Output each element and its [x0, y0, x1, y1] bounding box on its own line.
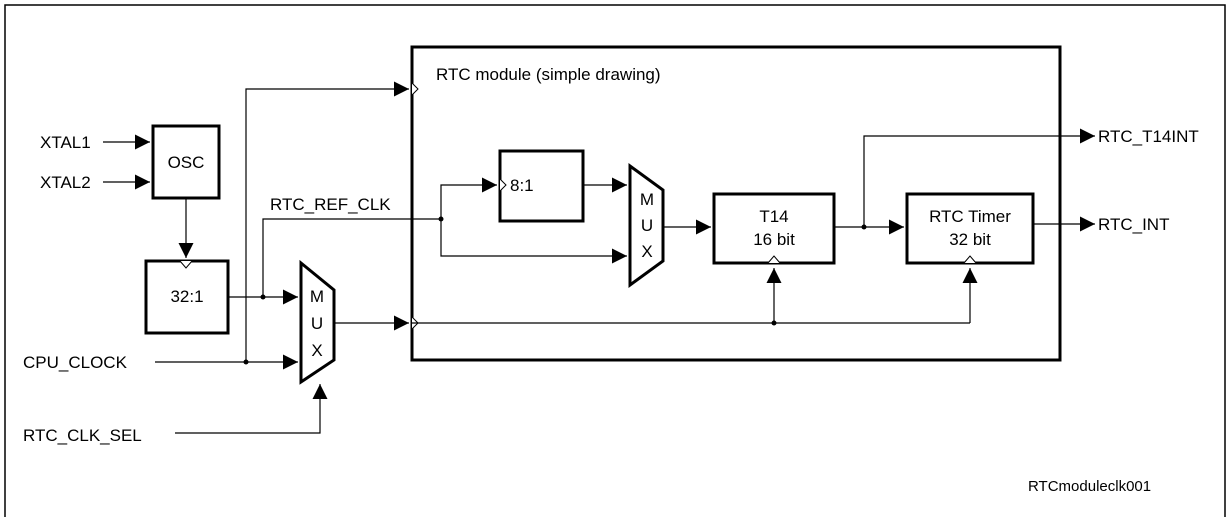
div8-clock-marker [499, 178, 507, 192]
t14-block [712, 192, 836, 265]
t14-label: T14 [759, 207, 788, 226]
div32-label: 32:1 [170, 287, 203, 306]
cpu-clock-label: CPU_CLOCK [23, 353, 128, 372]
div8-block [498, 149, 585, 223]
ref-clk-to-mux2-wire [440, 219, 627, 264]
mux2-letter-x: X [641, 242, 652, 261]
t14int-wire [863, 128, 1095, 227]
rtc-ref-clk-wire [262, 218, 441, 297]
div8-label: 8:1 [510, 176, 534, 195]
module-clock-marker-top [411, 82, 419, 96]
rtc-t14int-label: RTC_T14INT [1098, 127, 1199, 146]
osc-label: OSC [168, 153, 205, 172]
rtc-timer-block [905, 192, 1035, 265]
rtc-module-boundary [410, 45, 1062, 362]
figure-id: RTCmoduleclk001 [1028, 478, 1151, 495]
clock-select-mux [299, 259, 336, 385]
rtc-clk-sel-wire [175, 384, 328, 434]
cpu-clock-to-module-wire [245, 81, 409, 362]
xtal2-label: XTAL2 [40, 173, 91, 192]
div32-clock-marker [179, 260, 193, 269]
rtc-timer-label: RTC Timer [929, 207, 1011, 226]
mux1-letter-u: U [311, 314, 323, 333]
rtc-timer-width-label: 32 bit [949, 230, 991, 249]
prescaler-mux [628, 163, 665, 288]
module-title: RTC module (simple drawing) [436, 65, 661, 84]
rtc-clk-sel-label: RTC_CLK_SEL [23, 426, 142, 445]
ref-clk-to-div8-wire [440, 177, 497, 219]
mux2-letter-m: M [640, 190, 654, 209]
rtc-ref-clk-label: RTC_REF_CLK [270, 195, 391, 214]
osc-block [151, 124, 221, 200]
timer-clock-marker [963, 255, 977, 264]
mux1-letter-x: X [311, 341, 322, 360]
mux1-letter-m: M [310, 287, 324, 306]
xtal1-label: XTAL1 [40, 133, 91, 152]
mux2-letter-u: U [641, 216, 653, 235]
t14-width-label: 16 bit [753, 230, 795, 249]
rtc-int-label: RTC_INT [1098, 215, 1169, 234]
t14-clock-marker [767, 255, 781, 264]
